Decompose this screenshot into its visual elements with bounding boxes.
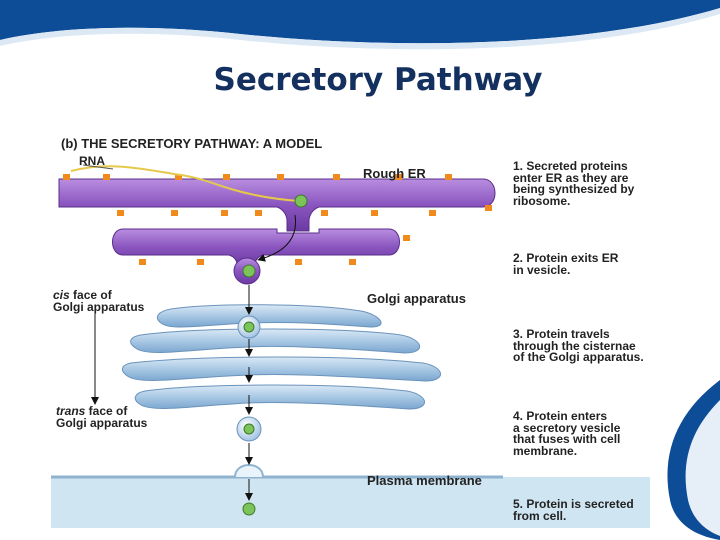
step-3: 3. Protein travels through the cisternae…: [513, 327, 644, 364]
header-wave: [0, 0, 720, 50]
trans-face-rest: face of: [85, 404, 128, 418]
cis-face-rest: face of: [69, 288, 112, 302]
ribosomes: [63, 174, 492, 265]
er-exit-arrow: [257, 214, 297, 262]
step-4: 4. Protein enters a secretory vesicle th…: [513, 409, 621, 458]
rough-er-upper: [58, 178, 496, 232]
secretory-pathway-figure: (b) THE SECRETORY PATHWAY: A MODEL RNA R…: [51, 131, 650, 528]
label-rna: RNA: [79, 154, 105, 168]
golgi-stack: [122, 304, 441, 410]
step-5: 5. Protein is secreted from cell.: [513, 497, 634, 523]
rough-er-lower: [112, 228, 400, 266]
diagram-art: [51, 164, 650, 528]
step-2: 2. Protein exits ER in vesicle.: [513, 251, 619, 277]
label-trans-face: trans face of: [56, 405, 127, 417]
fusing-vesicle: [234, 464, 264, 478]
label-golgi-apparatus: Golgi apparatus: [367, 291, 466, 306]
step-1: 1. Secreted proteins enter ER as they ar…: [513, 159, 635, 208]
extracellular-space: [51, 477, 650, 528]
label-plasma-membrane: Plasma membrane: [367, 473, 482, 488]
label-cis-face-line2: Golgi apparatus: [53, 300, 145, 314]
rna-strand: [70, 165, 300, 202]
label-trans-face-line2: Golgi apparatus: [56, 416, 148, 430]
side-decoration: [667, 380, 720, 540]
rna-pointer: [82, 164, 114, 170]
trans-word: trans: [56, 404, 86, 418]
figure-title: (b) THE SECRETORY PATHWAY: A MODEL: [61, 136, 323, 151]
label-cis-face: cis face of: [53, 289, 112, 301]
label-rough-er: Rough ER: [363, 166, 426, 181]
slide-title: Secretory Pathway: [213, 62, 543, 98]
cis-word: cis: [53, 288, 70, 302]
